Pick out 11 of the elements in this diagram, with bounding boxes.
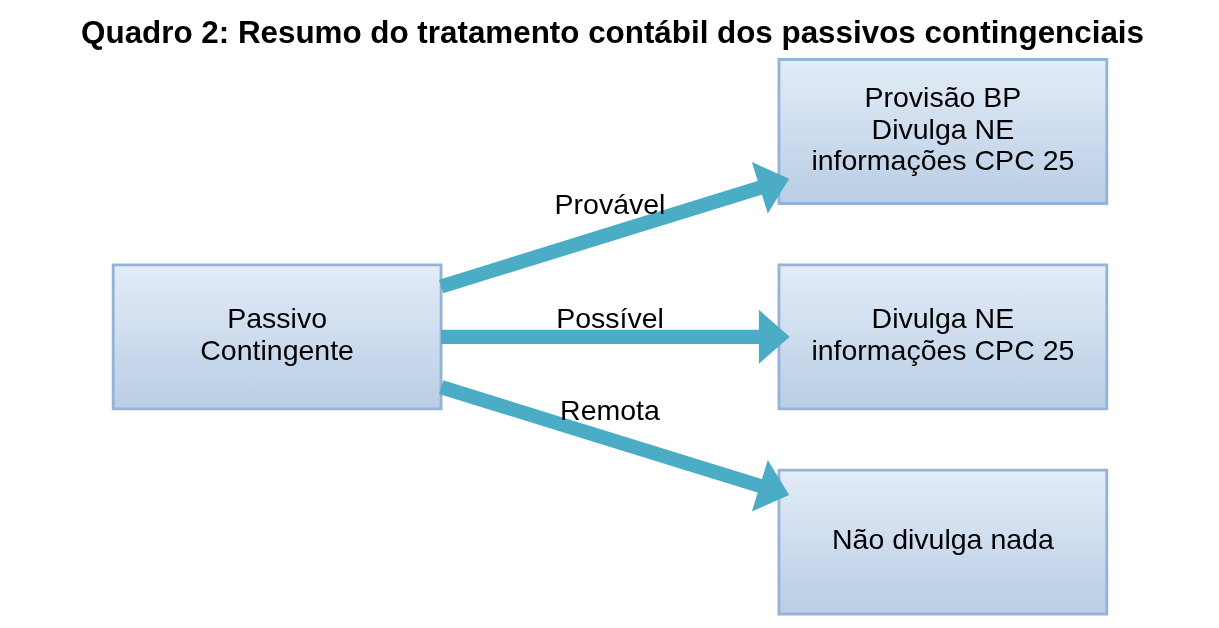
diagram-title: Quadro 2: Resumo do tratamento contábil dos passivos contingenciais — [80, 15, 1144, 51]
node-box: Não divulga nada — [777, 468, 1108, 616]
arrow — [438, 380, 789, 512]
node-box: Provisão BP Divulga NE informações CPC 25 — [777, 58, 1108, 205]
node-box: Divulga NE informações CPC 25 — [777, 263, 1108, 411]
edge-label: Remota — [559, 393, 660, 426]
edge-label: Provável — [554, 188, 665, 221]
edge-label: Possível — [555, 302, 664, 335]
arrow — [438, 162, 789, 294]
arrow — [440, 309, 790, 364]
node-box: Passivo Contingente — [111, 263, 442, 411]
